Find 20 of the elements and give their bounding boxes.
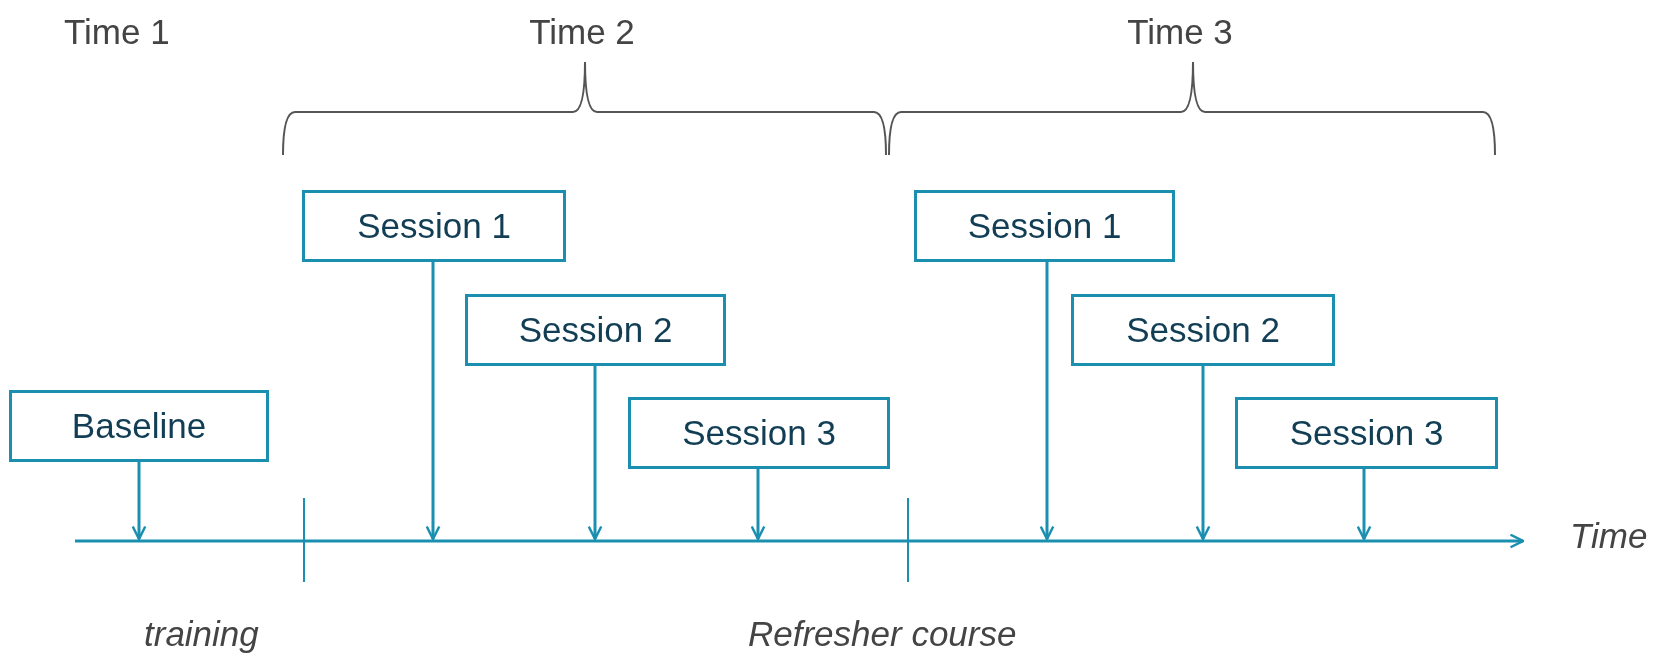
arrow [425, 262, 441, 541]
session-box: Session 3 [628, 397, 890, 469]
session-box: Baseline [9, 390, 269, 462]
session-box: Session 2 [1071, 294, 1335, 366]
arrow [587, 366, 603, 541]
arrow [1195, 366, 1211, 541]
arrow [1356, 469, 1372, 541]
axis-label: Time [1570, 518, 1648, 553]
session-box: Session 1 [914, 190, 1175, 262]
session-box: Session 2 [465, 294, 726, 366]
period-label: Time 2 [529, 14, 635, 49]
arrow [750, 469, 766, 541]
arrow [131, 462, 147, 541]
period-label: Time 1 [64, 14, 170, 49]
phase-label: training [144, 616, 259, 651]
arrow [1039, 262, 1055, 541]
period-label: Time 3 [1127, 14, 1233, 49]
session-box: Session 3 [1235, 397, 1498, 469]
phase-label: Refresher course [748, 616, 1017, 651]
session-box: Session 1 [302, 190, 566, 262]
